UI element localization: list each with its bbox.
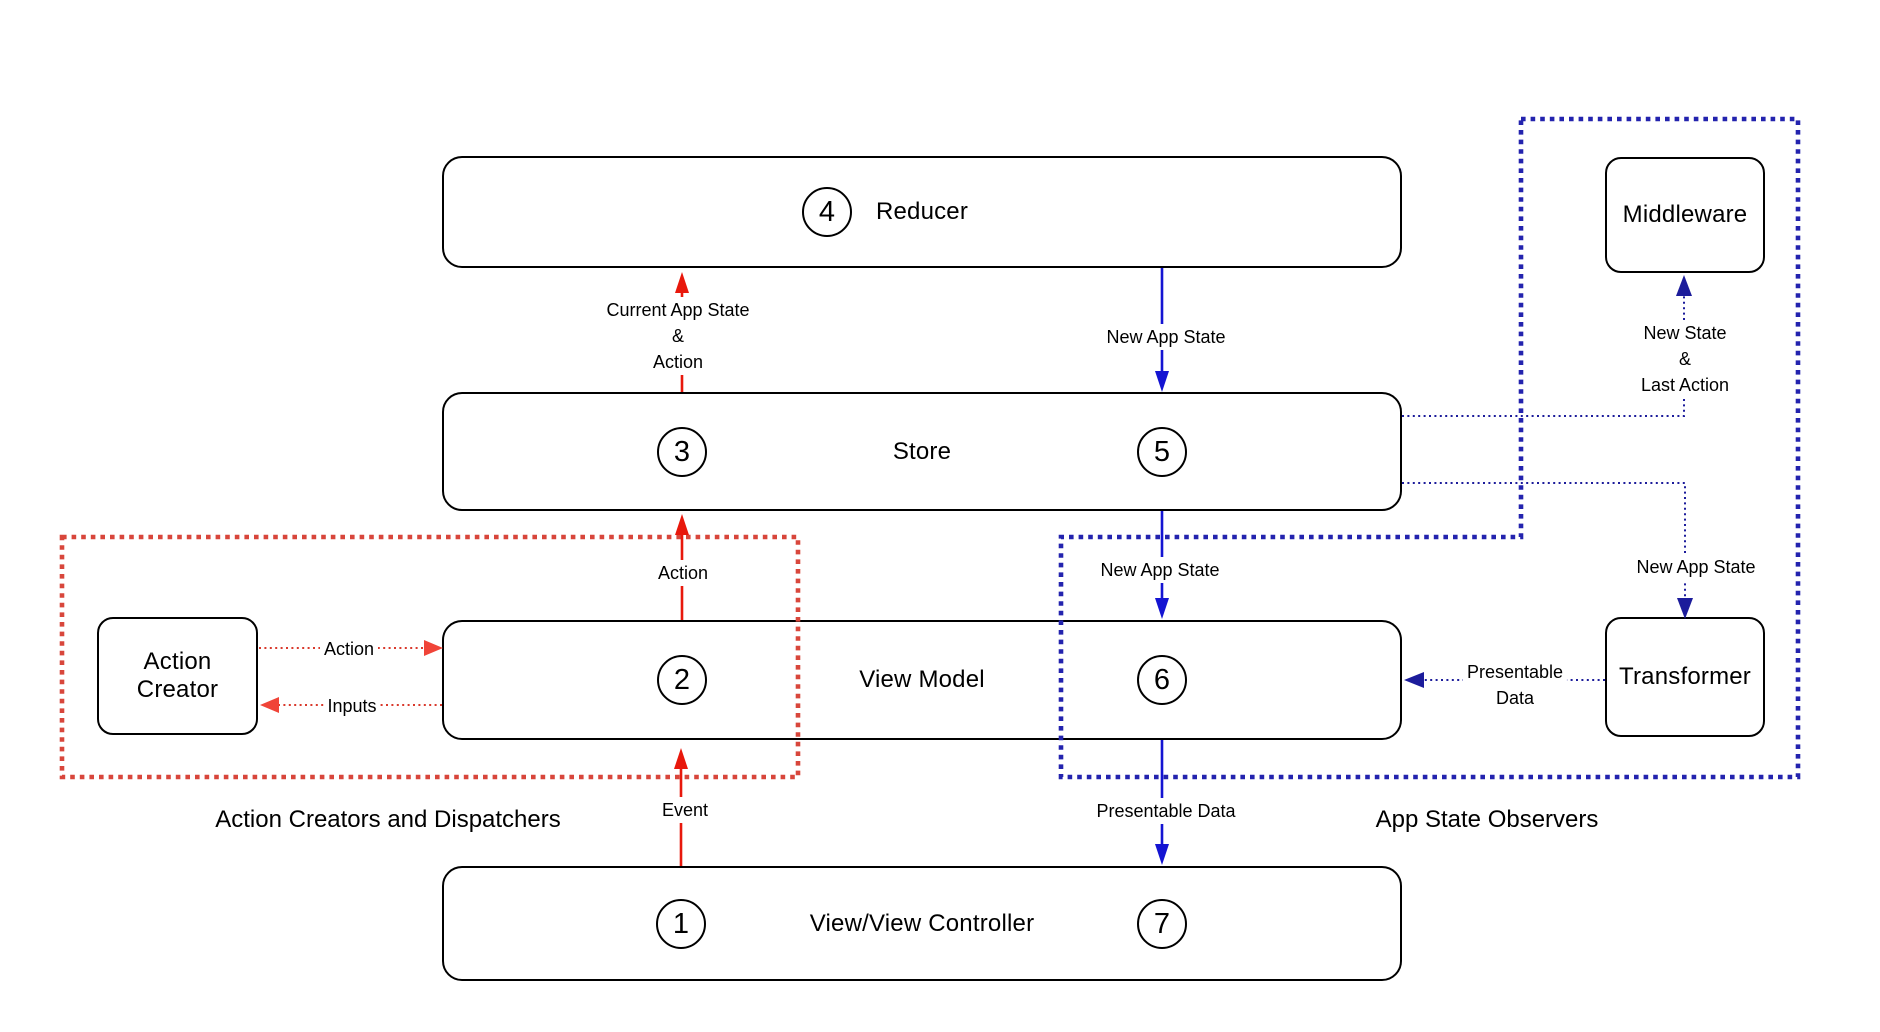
label-action-from-creator: Action	[319, 636, 379, 662]
view-controller-label: View/View Controller	[809, 909, 1035, 937]
label-action-up: Action	[653, 560, 713, 586]
label-new-app-state-mid: New App State	[1096, 557, 1224, 583]
store-box: Store	[442, 392, 1402, 511]
arrowhead-store-to-middleware	[1676, 275, 1692, 296]
view-controller-box: View/View Controller	[442, 866, 1402, 981]
action-creator-box: Action Creator	[97, 617, 258, 735]
arrowhead-creator-to-viewmodel	[424, 640, 443, 656]
label-new-state-last-action: New State & Last Action	[1636, 320, 1734, 398]
arrowhead-store-to-viewmodel	[1155, 598, 1169, 619]
step-circle-6: 6	[1137, 655, 1187, 705]
arrowhead-store-to-transformer	[1677, 598, 1693, 619]
step-circle-5: 5	[1137, 427, 1187, 477]
step-circle-2: 2	[657, 655, 707, 705]
action-creator-label: Action Creator	[136, 648, 219, 703]
arrowhead-reducer-to-store	[1155, 371, 1169, 392]
reducer-label: Reducer	[875, 198, 969, 225]
step-circle-3: 3	[657, 427, 707, 477]
view-model-label: View Model	[859, 666, 985, 693]
label-presentable-data-right: Presentable Data	[1462, 659, 1568, 711]
arrowhead-viewmodel-to-view	[1155, 844, 1169, 865]
label-current-app-state: Current App State & Action	[602, 297, 754, 375]
step-circle-7: 7	[1137, 899, 1187, 949]
label-inputs: Inputs	[323, 693, 381, 719]
caption-action-creators-and-dispatchers: Action Creators and Dispatchers	[215, 806, 561, 833]
middleware-box: Middleware	[1605, 157, 1765, 273]
label-presentable-data-bottom: Presentable Data	[1092, 798, 1240, 824]
arrowhead-view-to-viewmodel	[674, 748, 688, 769]
arrow-store-to-transformer	[1402, 482, 1686, 601]
store-label: Store	[892, 437, 952, 465]
view-model-box: View Model	[442, 620, 1402, 740]
transformer-box: Transformer	[1605, 617, 1765, 737]
step-circle-4: 4	[802, 187, 852, 237]
arrowhead-transformer-to-viewmodel	[1404, 672, 1424, 688]
label-new-app-state-right: New App State	[1632, 554, 1760, 580]
step-circle-1: 1	[656, 899, 706, 949]
arrowhead-viewmodel-to-creator	[260, 697, 279, 713]
transformer-label: Transformer	[1619, 663, 1751, 690]
reducer-box: Reducer	[442, 156, 1402, 268]
arrowhead-store-to-reducer	[675, 272, 689, 293]
label-event: Event	[657, 797, 713, 823]
label-new-app-state-top: New App State	[1102, 324, 1230, 350]
arrowhead-viewmodel-to-store	[675, 514, 689, 535]
caption-app-state-observers: App State Observers	[1375, 806, 1599, 833]
middleware-label: Middleware	[1622, 201, 1748, 228]
